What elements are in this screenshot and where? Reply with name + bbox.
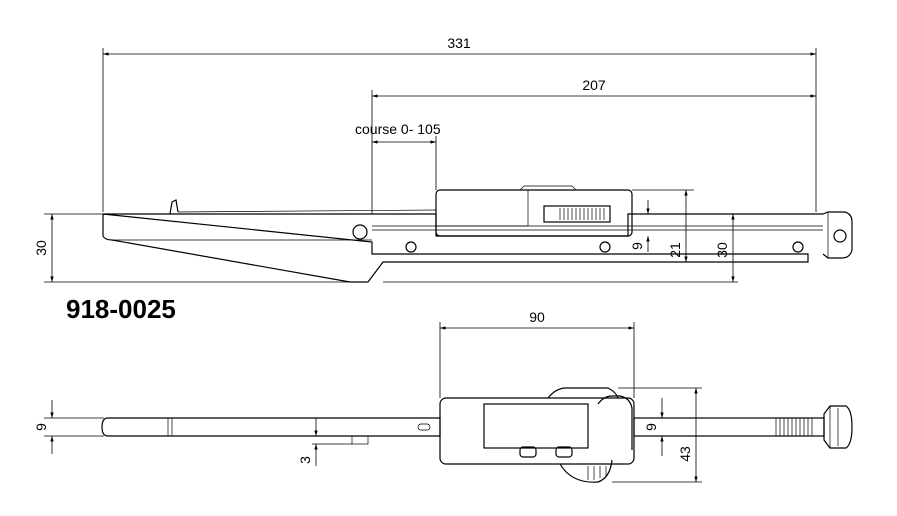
dim-height-9: 9 (629, 242, 645, 250)
side-view-dimensions (44, 48, 817, 283)
dim-height-43: 43 (677, 446, 693, 462)
side-view (102, 185, 853, 283)
knurl-pattern (559, 208, 605, 220)
dim-depth-3: 3 (297, 456, 313, 464)
dim-thickness-9-right: 9 (643, 423, 659, 431)
dim-height-30-left: 30 (33, 240, 49, 256)
dim-width-90: 90 (529, 309, 545, 325)
dim-stroke-label: course 0- 105 (355, 121, 441, 137)
rod-knurl (775, 418, 813, 436)
plan-view (101, 387, 853, 483)
dim-rail-length: 207 (582, 77, 606, 93)
plan-view-dimensions (44, 322, 702, 483)
dim-height-21: 21 (667, 242, 683, 258)
model-number: 918-0025 (66, 294, 176, 324)
dim-height-30-right: 30 (714, 242, 730, 258)
dim-overall-length: 331 (447, 35, 471, 51)
dim-thickness-9-left: 9 (33, 423, 49, 431)
